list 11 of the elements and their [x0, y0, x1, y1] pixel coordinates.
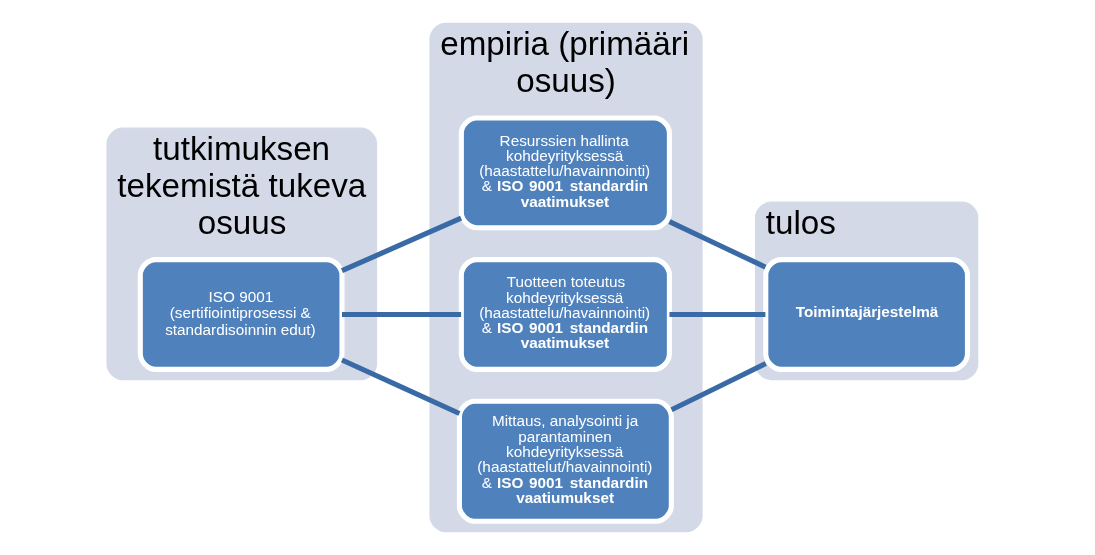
connector	[668, 219, 767, 270]
node-box: Tuotteen toteutus kohdeyrityksessä (haastattelu/havainnointi) & ISO 9001 standardin vaatimukset	[458, 257, 672, 372]
connector	[669, 311, 766, 318]
connector	[340, 357, 461, 416]
connector	[340, 215, 463, 273]
node-box: ISO 9001 (sertifiointiprosessi & standardisoinnin edut)	[137, 257, 345, 372]
connector	[670, 361, 767, 413]
connector	[342, 311, 462, 318]
node-box: Toimintajärjestelmä	[763, 257, 971, 372]
node-box: Mittaus, analysointi ja parantaminen kohdeyrityksessä (haastattelut/havainnointi) & ISO 9001 standardin vaatiumukset	[456, 398, 674, 524]
node-box: Resurssien hallinta kohdeyrityksessä (haastattelu/havainnointi) & ISO 9001 standardin vaatimukset	[458, 115, 672, 231]
